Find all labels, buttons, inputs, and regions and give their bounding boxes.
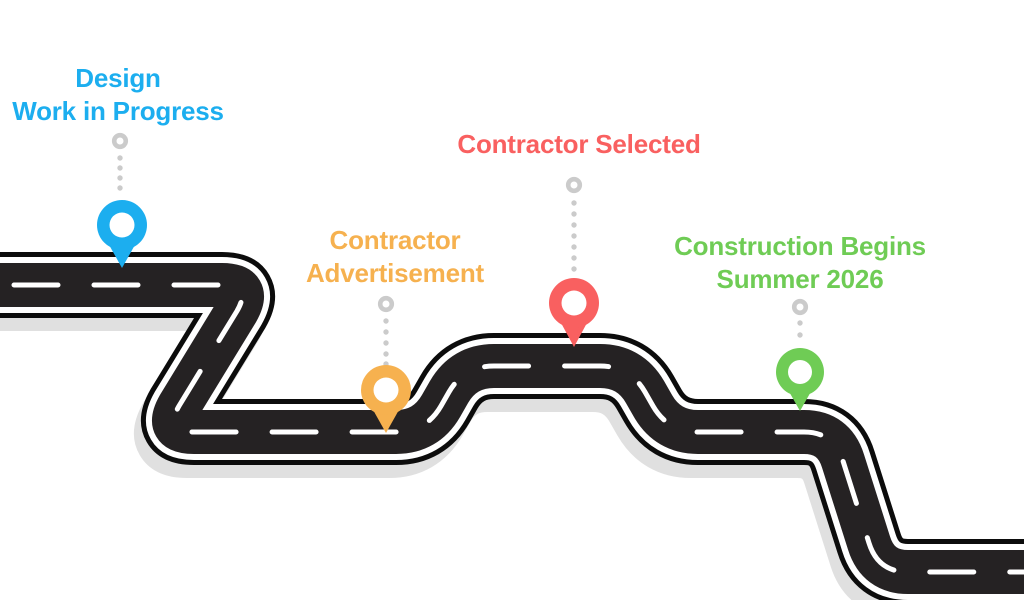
connector-dot: [571, 233, 577, 239]
milestone-label-line: Contractor Selected: [457, 129, 701, 159]
connector-dot: [383, 318, 389, 324]
pin-tail: [560, 321, 588, 347]
connector-design: [111, 132, 129, 191]
connector-dot: [383, 351, 389, 357]
connector-dot: [117, 165, 123, 171]
connector-dot: [571, 200, 577, 206]
connector-dot: [571, 211, 577, 217]
orange-map-pin-icon: [361, 365, 411, 433]
pin-hole: [788, 360, 812, 384]
connector-dot: [117, 175, 123, 181]
connector-dot: [571, 266, 577, 272]
connector-dot: [117, 155, 123, 161]
connector-dot: [571, 255, 577, 261]
connector-dot: [571, 222, 577, 228]
milestone-label-line: Contractor: [329, 225, 461, 255]
connector-construction-begins: [791, 298, 809, 338]
pin-tail: [108, 243, 136, 268]
milestone-label-contractor-advertisement: Contractor Advertisement: [306, 224, 484, 290]
connector-dot: [571, 244, 577, 250]
connector-ring-icon: [377, 295, 395, 313]
pin-hole: [561, 290, 587, 316]
milestone-label-line: Design: [75, 63, 161, 93]
milestone-label-line: Construction Begins: [674, 231, 926, 261]
connector-dot: [797, 332, 803, 338]
pin-hole: [109, 212, 135, 238]
milestone-label-contractor-selected: Contractor Selected: [457, 128, 700, 161]
connector-dot: [117, 185, 123, 191]
connector-ring-icon: [111, 132, 129, 150]
milestone-label-design-work-in-progress: Design Work in Progress: [12, 62, 224, 128]
pin-hole: [373, 377, 399, 403]
pin-tail: [372, 408, 400, 433]
blue-map-pin-icon: [97, 200, 147, 268]
milestone-label-construction-begins: Construction Begins Summer 2026: [674, 230, 926, 296]
connector-contractor-advertisement: [377, 295, 395, 367]
connector-dot: [383, 329, 389, 335]
milestone-label-line: Summer 2026: [716, 264, 884, 294]
connector-dot: [797, 320, 803, 326]
connector-dot: [383, 340, 389, 346]
connector-ring-icon: [565, 176, 583, 194]
road-surface: [0, 263, 1024, 594]
milestone-label-line: Work in Progress: [12, 96, 224, 126]
connector-ring-icon: [791, 298, 809, 316]
red-map-pin-icon: [549, 278, 599, 347]
green-map-pin-icon: [776, 348, 824, 411]
milestone-label-line: Advertisement: [305, 258, 485, 288]
connector-contractor-selected: [565, 176, 583, 272]
